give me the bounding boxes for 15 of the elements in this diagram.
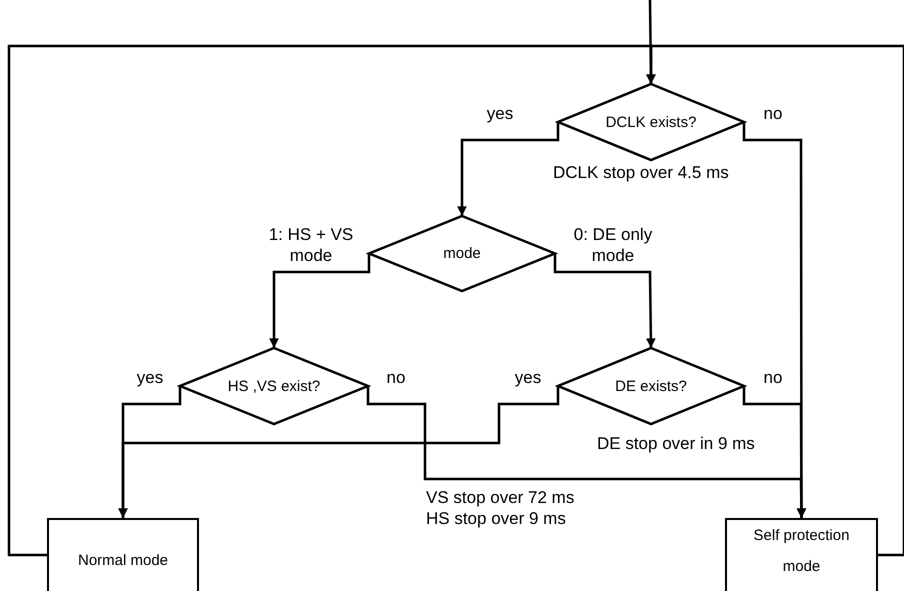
arrow xyxy=(457,122,560,216)
decision-text: mode xyxy=(443,245,481,262)
decision-diamond xyxy=(369,216,555,291)
process-text: Normal mode xyxy=(78,552,168,569)
arrow xyxy=(742,386,806,518)
process-text: Self protection mode xyxy=(752,526,850,577)
arrow xyxy=(118,386,560,518)
process-box xyxy=(725,518,878,591)
arrow xyxy=(646,44,904,556)
decision-text: DE exists? xyxy=(615,378,687,394)
process-box xyxy=(47,518,199,591)
decision-text: DCLK exists? xyxy=(606,114,696,130)
arrow xyxy=(554,254,656,348)
decision-text: HS ,VS exist? xyxy=(228,378,320,394)
arrow xyxy=(269,254,370,348)
